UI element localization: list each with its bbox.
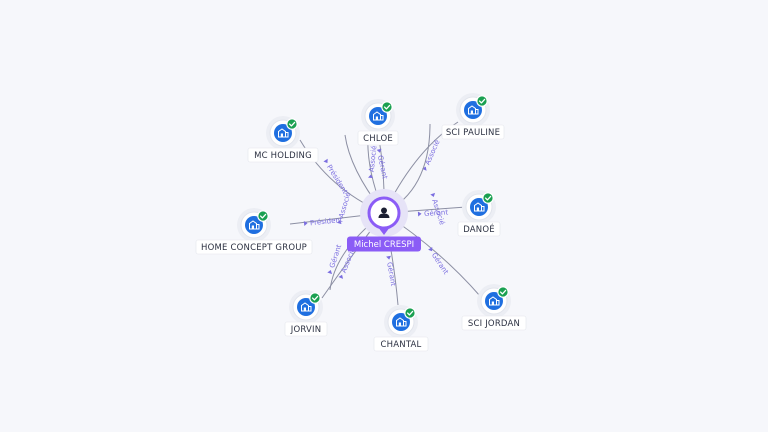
- company-node-chloe[interactable]: CHLOE: [357, 99, 399, 146]
- edge-arrow: [428, 246, 433, 252]
- node-label: CHLOE: [357, 130, 399, 146]
- edge-arrow: [376, 148, 382, 153]
- node-label: DANOÉ: [457, 221, 501, 237]
- edge-arrow: [303, 220, 308, 226]
- edge-arrow: [323, 158, 328, 164]
- person-icon: [378, 207, 390, 218]
- edge-label: Gérant: [424, 208, 449, 218]
- node-label-text: DANOÉ: [463, 223, 495, 235]
- verified-check-icon: [476, 95, 488, 107]
- node-label-text: HOME CONCEPT GROUP: [201, 243, 307, 253]
- verified-check-icon: [497, 286, 509, 298]
- edge-label: Président: [325, 163, 349, 195]
- node-label-text: MC HOLDING: [254, 151, 312, 161]
- node-label-text: SCI JORDAN: [468, 319, 520, 329]
- building-icon: [301, 302, 312, 312]
- edge-arrow: [386, 255, 392, 260]
- verified-check-icon: [309, 292, 321, 304]
- verified-check-icon: [482, 192, 494, 204]
- edge-arrow: [327, 269, 333, 275]
- building-icon: [396, 317, 407, 327]
- nodes-layer: MC HOLDING CHLOE SCI PAULINE HOME CONCEPT G…: [195, 93, 527, 352]
- company-node-sci-pauline[interactable]: SCI PAULINE: [441, 93, 505, 140]
- building-icon: [373, 111, 384, 121]
- edge-arrow: [336, 220, 342, 225]
- company-node-home-concept-group[interactable]: HOME CONCEPT GROUP: [195, 208, 313, 255]
- edge-label: Associé: [424, 139, 442, 166]
- node-label-text: CHLOE: [363, 134, 393, 144]
- edge-label: Associé: [368, 145, 379, 172]
- company-node-chantal[interactable]: CHANTAL: [373, 305, 429, 352]
- edge-arrow: [368, 174, 374, 179]
- building-icon: [278, 128, 289, 138]
- company-node-sci-jordan[interactable]: SCI JORDAN: [461, 284, 527, 331]
- edge-label: Associé: [337, 191, 352, 219]
- company-node-mc-holding[interactable]: MC HOLDING: [247, 116, 319, 163]
- edge-label: Gérant: [430, 251, 450, 276]
- node-label-text: SCI PAULINE: [446, 128, 500, 138]
- edge-arrow: [430, 192, 436, 198]
- node-label: CHANTAL: [373, 336, 429, 352]
- company-node-jorvin[interactable]: JORVIN: [284, 290, 328, 337]
- company-node-danoe[interactable]: DANOÉ: [457, 190, 501, 237]
- verified-check-icon: [286, 118, 298, 130]
- edge-label: Président: [310, 216, 344, 227]
- node-label: SCI JORDAN: [461, 315, 527, 331]
- node-label: SCI PAULINE: [441, 124, 505, 140]
- edge-label: Gérant: [385, 262, 397, 287]
- verified-check-icon: [404, 307, 416, 319]
- center-label: Michel CRESPI: [347, 236, 421, 252]
- edge-arrow: [338, 274, 344, 279]
- node-label: MC HOLDING: [247, 147, 319, 163]
- node-label: HOME CONCEPT GROUP: [195, 239, 313, 255]
- node-label-text: JORVIN: [290, 325, 322, 335]
- node-label-text: CHANTAL: [381, 340, 422, 350]
- center-label-text: Michel CRESPI: [354, 240, 414, 250]
- building-icon: [249, 220, 260, 230]
- building-icon: [474, 202, 485, 212]
- verified-check-icon: [381, 101, 393, 113]
- building-icon: [489, 296, 500, 306]
- edge-arrow: [422, 166, 427, 171]
- edge-label: Gérant: [376, 154, 389, 179]
- verified-check-icon: [257, 210, 269, 222]
- center-person-node[interactable]: Michel CRESPI: [347, 189, 421, 252]
- edge-arrow: [417, 211, 422, 217]
- node-label: JORVIN: [284, 321, 328, 337]
- building-icon: [468, 105, 479, 115]
- edge-label: Gérant: [328, 243, 343, 269]
